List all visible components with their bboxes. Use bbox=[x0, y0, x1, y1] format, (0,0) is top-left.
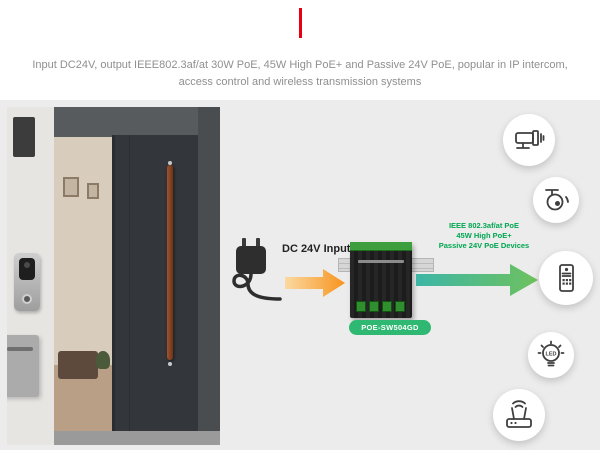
switch-pcb-edge bbox=[350, 242, 412, 251]
cctv-camera-icon bbox=[515, 130, 545, 149]
power-adapter-icon bbox=[232, 238, 282, 301]
rj45-port bbox=[356, 301, 366, 312]
device-cctv-camera bbox=[503, 114, 555, 166]
interior-sofa bbox=[58, 351, 98, 379]
output-devices-label: IEEE 802.3af/at PoE 45W High PoE+ Passiv… bbox=[428, 221, 540, 251]
mailbox bbox=[7, 335, 39, 397]
led-label: LED bbox=[546, 352, 557, 358]
wall-lamp bbox=[13, 117, 35, 157]
device-ptz-camera bbox=[533, 177, 579, 223]
ptz-camera-icon bbox=[545, 189, 569, 211]
intercom-panel-icon bbox=[559, 264, 574, 292]
switch-ports bbox=[356, 301, 405, 312]
poe-switch bbox=[350, 242, 412, 318]
handle-mount bbox=[168, 161, 172, 165]
diagram-area: DC 24V Input POE-SW504GD bbox=[0, 100, 600, 450]
header-description: Input DC24V, output IEEE802.3af/at 30W P… bbox=[0, 57, 600, 91]
description-line-2: access control and wireless transmission… bbox=[178, 76, 422, 88]
output-line-2: 45W High PoE+ bbox=[456, 231, 512, 240]
led-light-icon: LED bbox=[537, 340, 565, 367]
video-doorbell bbox=[14, 253, 40, 311]
door-handle bbox=[167, 165, 173, 360]
device-led-light: LED bbox=[528, 332, 574, 378]
device-intercom bbox=[539, 251, 593, 305]
rj45-port bbox=[395, 301, 405, 312]
output-line-3: Passive 24V PoE Devices bbox=[438, 241, 530, 250]
picture-frame bbox=[87, 183, 99, 199]
front-door bbox=[112, 135, 198, 435]
description-line-1: Input DC24V, output IEEE802.3af/at 30W P… bbox=[32, 59, 568, 71]
orange-arrow bbox=[285, 269, 345, 297]
switch-label-line bbox=[358, 260, 404, 263]
model-badge: POE-SW504GD bbox=[349, 320, 431, 335]
mailbox-slot bbox=[7, 347, 33, 351]
doorbell-camera bbox=[19, 258, 35, 280]
entrance-photo bbox=[7, 107, 220, 445]
doorbell-lens bbox=[24, 262, 30, 268]
accent-line bbox=[299, 8, 302, 38]
output-line-1: IEEE 802.3af/at PoE bbox=[448, 221, 520, 230]
rj45-port bbox=[382, 301, 392, 312]
photo-interior-view bbox=[54, 137, 112, 431]
door-frame bbox=[198, 107, 220, 445]
door-seam bbox=[129, 135, 130, 435]
wireless-router-icon bbox=[506, 400, 532, 428]
input-label: DC 24V Input bbox=[282, 243, 351, 255]
teal-arrow bbox=[416, 264, 538, 296]
handle-mount bbox=[168, 362, 172, 366]
interior-plant bbox=[96, 351, 110, 369]
device-wireless-router bbox=[493, 389, 545, 441]
door-step bbox=[54, 431, 220, 445]
rj45-port bbox=[369, 301, 379, 312]
doorbell-button bbox=[22, 294, 32, 304]
picture-frame bbox=[63, 177, 79, 197]
